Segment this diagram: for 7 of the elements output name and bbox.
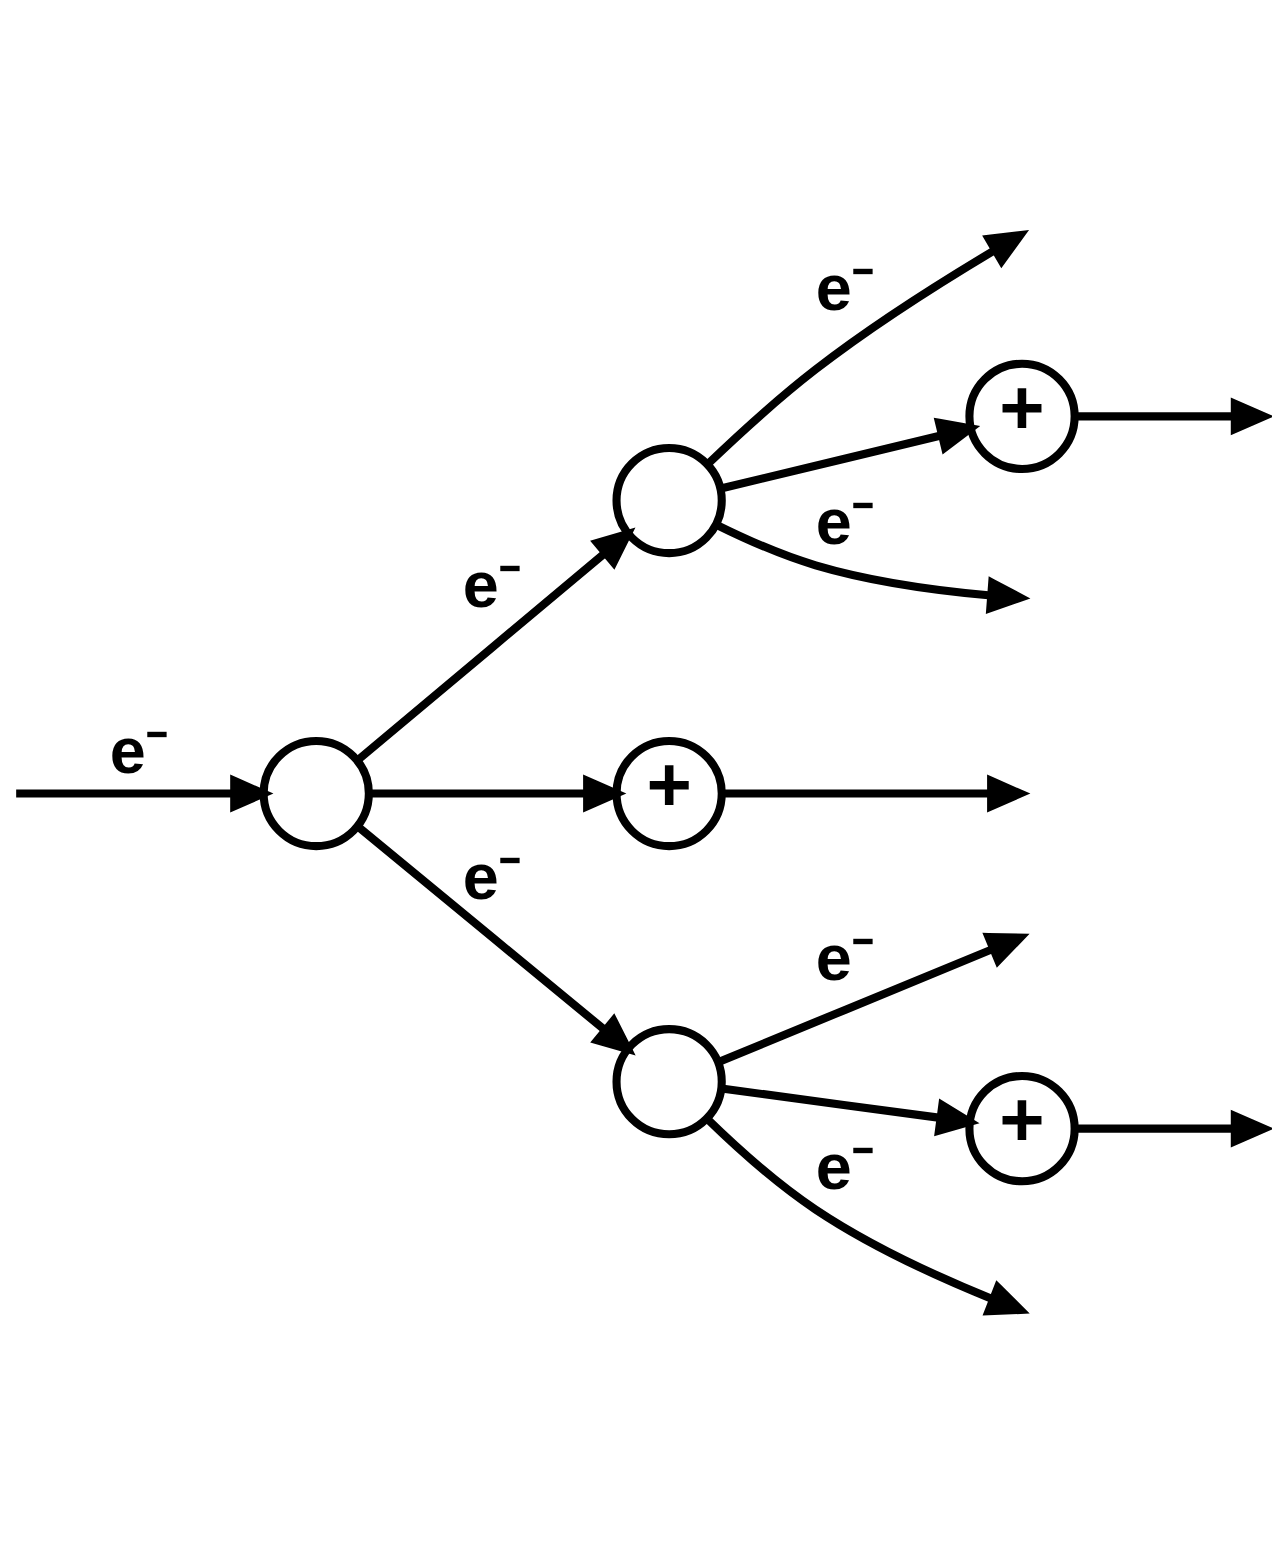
edge-label: e⁻ (462, 547, 521, 621)
edge-label: e⁻ (462, 839, 521, 913)
edge-label: e⁻ (815, 484, 874, 558)
edge-label: e⁻ (815, 920, 874, 994)
edge-label: e⁻ (815, 250, 874, 324)
edge-label: e⁻ (815, 1129, 874, 1203)
edge-label: e⁻ (109, 713, 168, 786)
